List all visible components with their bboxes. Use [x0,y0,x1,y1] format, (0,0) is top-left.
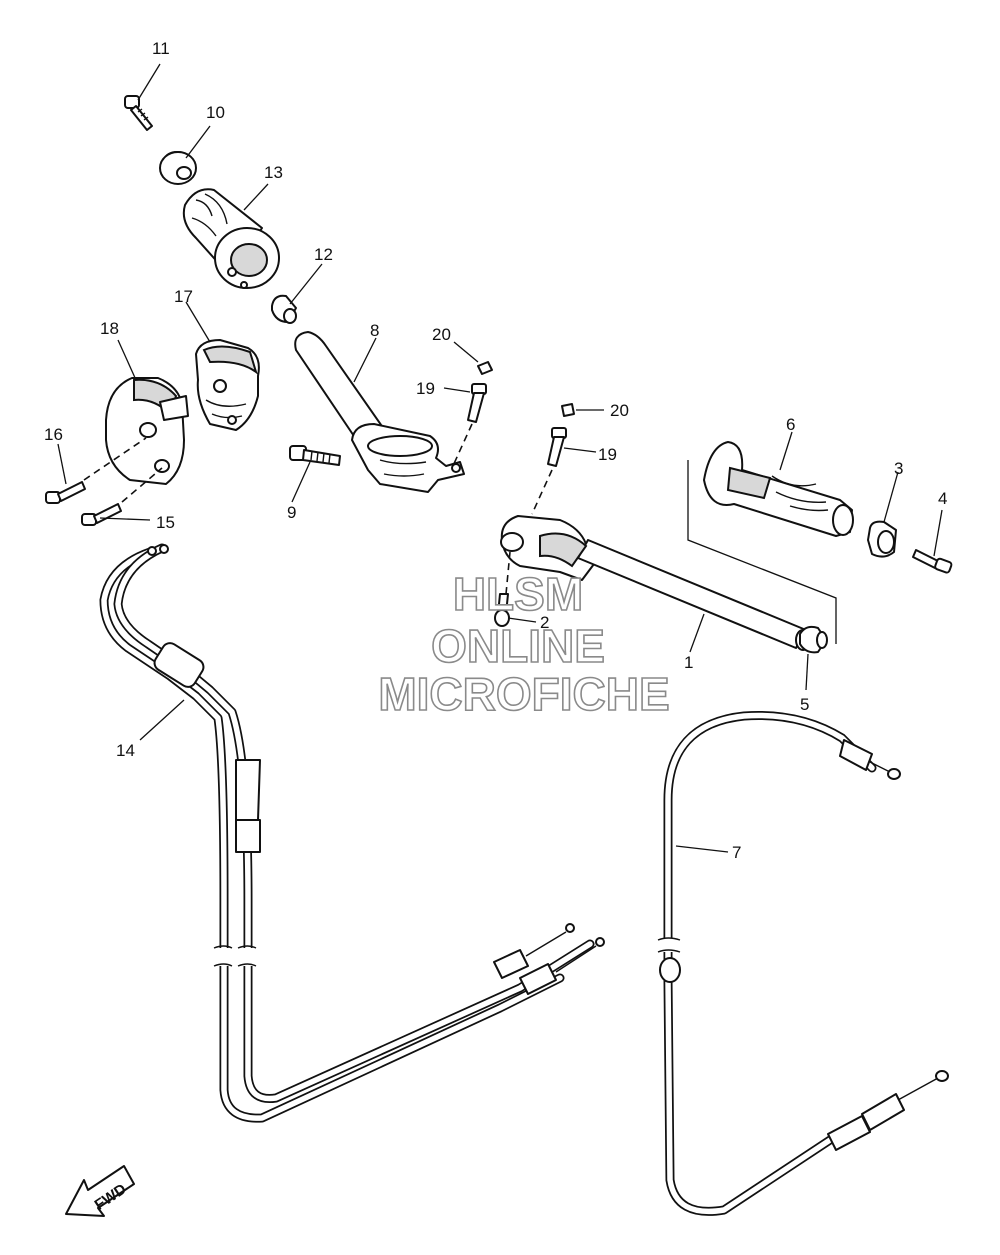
part-19-bolt-upper [467,383,487,423]
part-6-grip [703,441,854,537]
part-11-bolt [124,95,153,131]
part-2-bolt [494,593,510,627]
part-9-bolt [289,445,341,466]
dashed-guide-lower [531,469,553,515]
callout-4: 4 [938,489,947,508]
part-15-screw [81,503,122,526]
part-5-bar-end-cap [799,625,828,654]
leader-lines [57,63,943,853]
part-17-switch-upper [195,339,260,431]
callout-18: 18 [100,319,119,338]
part-12-collar [271,294,297,324]
part-18-switch-lower [105,377,189,485]
part-8-handlebar-left [294,331,465,493]
callout-6: 6 [786,415,795,434]
watermark-line-1: HLSM [453,568,583,620]
part-19-bolt-lower [547,427,567,467]
part-1-handlebar-right [500,515,811,651]
part-20-nut-upper [477,361,493,375]
callout-7: 7 [732,843,741,862]
watermark-line-2: ONLINE [431,620,605,672]
callout-16: 16 [44,425,63,444]
callout-12: 12 [314,245,333,264]
callout-20-upper: 20 [432,325,451,344]
part-3-bar-end [867,520,897,558]
callout-3: 3 [894,459,903,478]
callout-1: 1 [684,653,693,672]
callout-2: 2 [540,613,549,632]
callout-10: 10 [206,103,225,122]
watermark-line-3: MICROFICHE [378,668,669,720]
part-20-nut-lower [561,403,575,417]
dashed-guide-15 [121,467,163,503]
callout-20-lower: 20 [610,401,629,420]
part-7-clutch-cable [656,711,949,1216]
callout-11: 11 [152,39,170,58]
fwd-arrow-icon: FWD [65,1165,135,1217]
callout-13: 13 [264,163,283,182]
dashed-guide-16 [83,437,147,481]
callout-19-lower: 19 [598,445,617,464]
part-14-throttle-cables [99,543,605,1123]
part-16-screw [45,481,86,504]
callout-15: 15 [156,513,175,532]
callouts: 11 10 13 12 17 8 18 20 19 16 9 15 20 19 … [44,39,947,862]
callout-8: 8 [370,321,379,340]
callout-9: 9 [287,503,296,522]
dashed-guide-upper [451,423,473,469]
part-4-screw [912,549,953,574]
part-10-bar-end [159,150,197,185]
callout-17: 17 [174,287,193,306]
callout-14: 14 [116,741,135,760]
grip-group-frame [687,460,837,644]
callout-5: 5 [800,695,809,714]
callout-19-upper: 19 [416,379,435,398]
watermark: HLSM ONLINE MICROFICHE [378,567,671,721]
part-13-throttle-grip [182,188,280,289]
